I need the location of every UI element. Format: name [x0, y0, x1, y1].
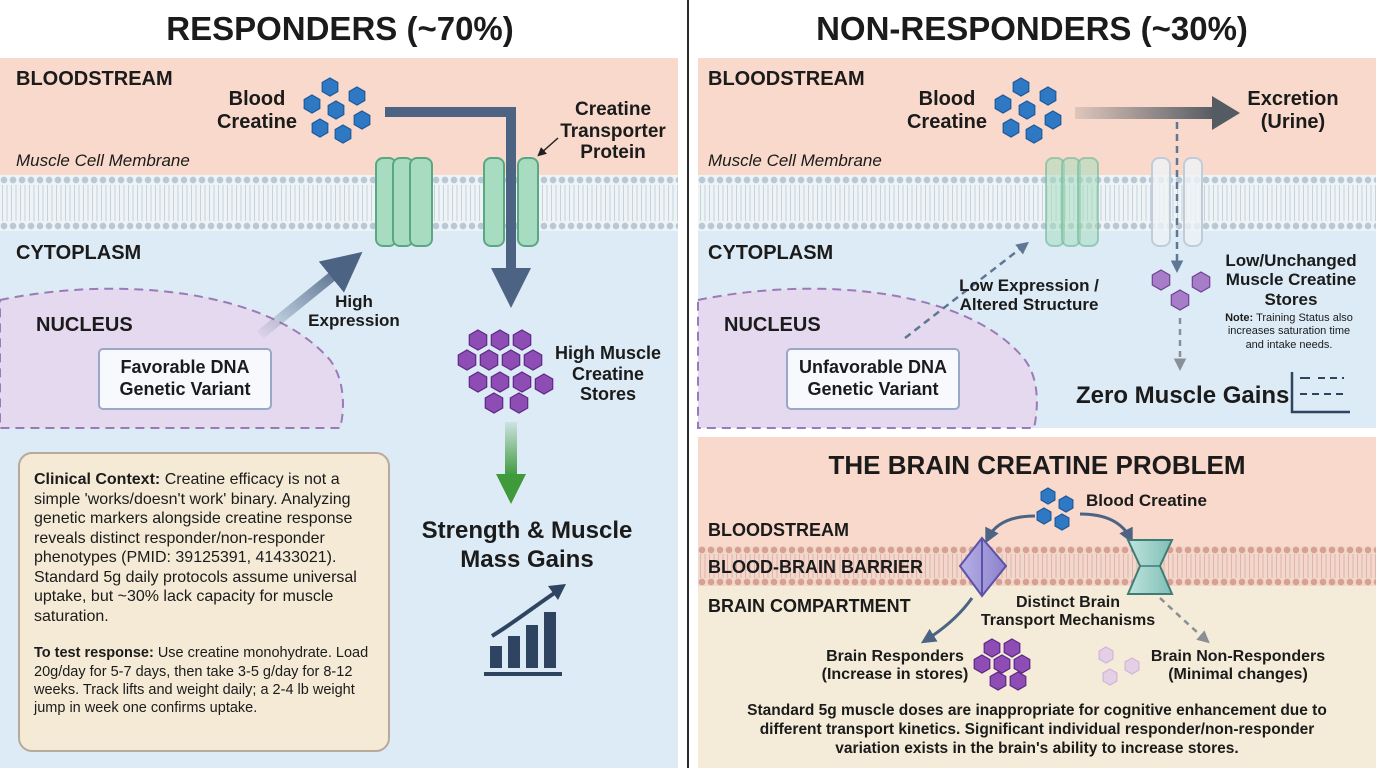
brain-bloodstream-region	[698, 437, 1376, 547]
brain-footer-note: Standard 5g muscle doses are inappropria…	[747, 702, 1327, 758]
left-bloodstream-region	[0, 58, 678, 178]
test-heading: To test response:	[34, 645, 154, 662]
training-status-note: Note: Training Status also increases sat…	[1225, 312, 1353, 351]
right-bloodstream-region	[698, 58, 1376, 178]
right-membrane-label: Muscle Cell Membrane	[708, 151, 882, 170]
brain-non-responders-label: Brain Non-Responders(Minimal changes)	[1150, 648, 1326, 684]
brain-compartment-region	[698, 586, 1376, 768]
non-responders-title: NON-RESPONDERS (~30%)	[816, 10, 1248, 47]
brain-problem-title: THE BRAIN CREATINE PROBLEM	[828, 450, 1246, 480]
left-bloodstream-label: BLOODSTREAM	[16, 68, 173, 90]
brain-compartment-label: BRAIN COMPARTMENT	[708, 596, 911, 616]
blood-brain-barrier-label: BLOOD-BRAIN BARRIER	[708, 557, 923, 577]
flat-chart-icon	[1290, 372, 1350, 414]
test-body: Use creatine monohydrate. Load 20g/day f…	[34, 645, 369, 717]
excretion-label: Excretion(Urine)	[1247, 88, 1339, 133]
left-cytoplasm-label: CYTOPLASM	[16, 242, 142, 264]
right-bloodstream-label: BLOODSTREAM	[708, 68, 865, 90]
bbb-transporter-left	[958, 536, 1008, 598]
right-muscle-membrane	[698, 175, 1376, 231]
brain-blood-creatine-label: Blood Creatine	[1086, 491, 1207, 510]
bbb-transporter-right	[1126, 539, 1174, 595]
blood-brain-barrier-band	[698, 546, 1376, 586]
brain-responders-label: Brain Responders(Increase in stores)	[821, 648, 969, 684]
growth-chart-icon	[484, 584, 566, 676]
zero-muscle-gains-label: Zero Muscle Gains	[1076, 382, 1290, 409]
right-nucleus-label: NUCLEUS	[724, 314, 821, 336]
low-expression-label: Low Expression /Altered Structure	[959, 276, 1099, 315]
left-muscle-membrane	[0, 175, 678, 231]
left-membrane-label: Muscle Cell Membrane	[16, 151, 190, 170]
right-cytoplasm-label: CYTOPLASM	[708, 242, 834, 264]
brain-bloodstream-label: BLOODSTREAM	[708, 520, 849, 540]
left-nucleus-label: NUCLEUS	[36, 314, 133, 336]
responders-title: RESPONDERS (~70%)	[166, 10, 514, 47]
context-heading: Clinical Context:	[34, 471, 161, 488]
context-body: Creatine efficacy is not a simple 'works…	[34, 471, 357, 625]
clinical-context-box: Clinical Context: Creatine efficacy is n…	[18, 452, 390, 752]
